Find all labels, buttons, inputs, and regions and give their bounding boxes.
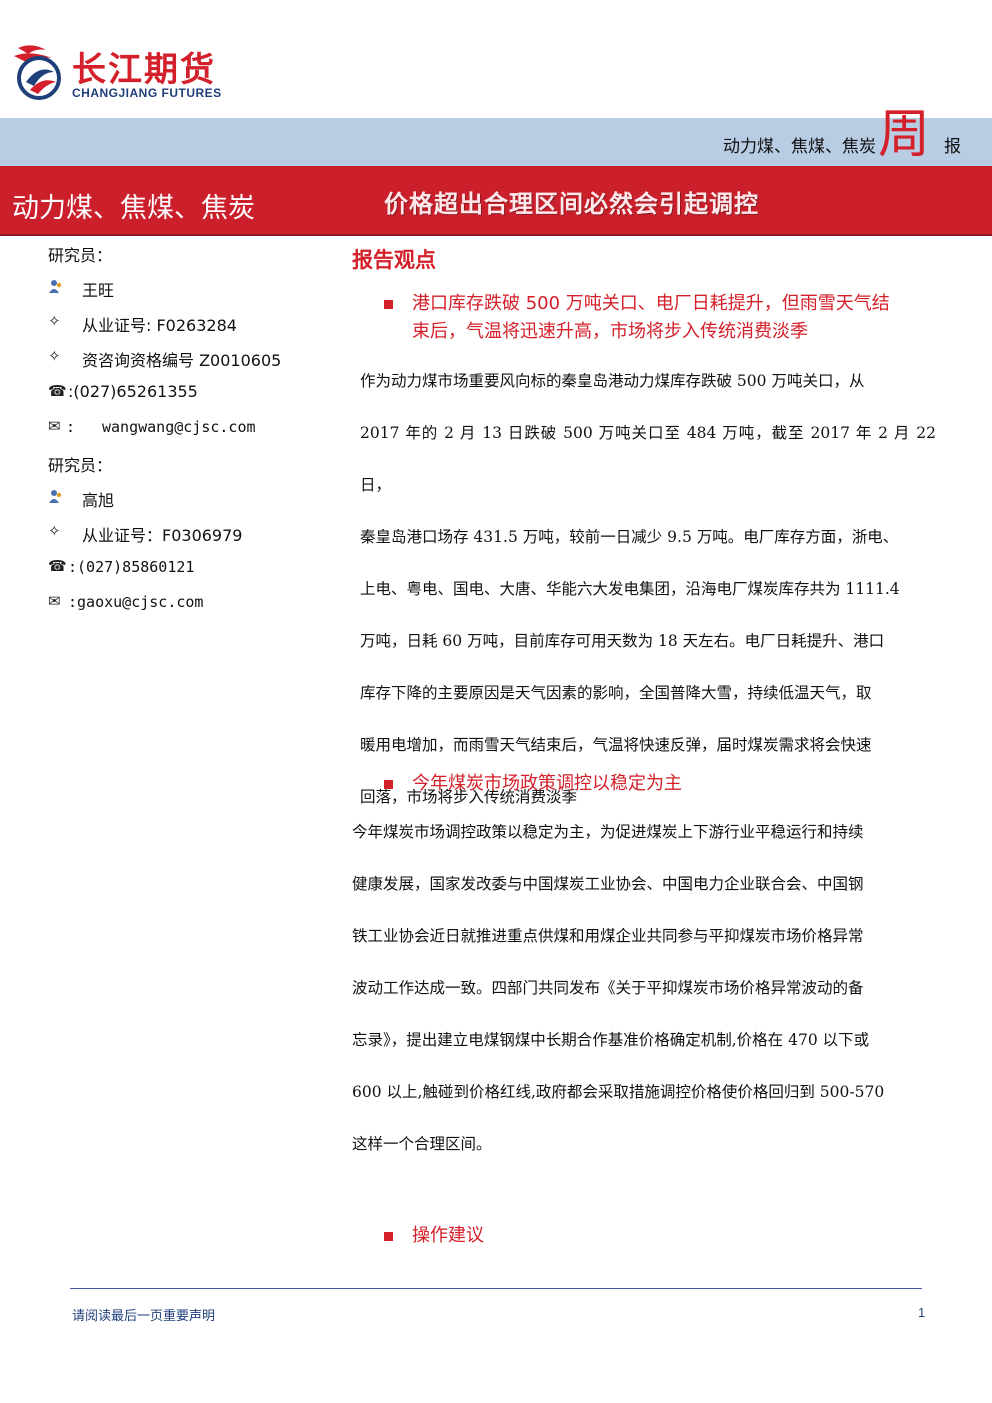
diamond-star-icon: ✧ bbox=[48, 347, 61, 365]
paragraph-line: 暖用电增加，而雨雪天气结束后，气温将快速反弹，届时煤炭需求将会快速 bbox=[360, 736, 872, 754]
footer-disclaimer[interactable]: 请阅读最后一页重要声明 bbox=[72, 1309, 216, 1324]
envelope-icon: ✉ bbox=[48, 417, 61, 435]
paragraph-line: 作为动力煤市场重要风向标的秦皇岛港动力煤库存跌破 500 万吨关口，从 bbox=[360, 372, 865, 390]
person-icon bbox=[48, 488, 70, 508]
paragraph-line: 今年煤炭市场调控政策以稳定为主，为促进煤炭上下游行业平稳运行和持续 bbox=[352, 823, 864, 841]
person-icon bbox=[48, 278, 70, 298]
paragraph-line: 万吨，日耗 60 万吨，目前库存可用天数为 18 天左右。电厂日耗提升、港口 bbox=[360, 632, 885, 650]
analyst-license: 从业证号: F0263284 bbox=[82, 316, 237, 335]
footer-divider bbox=[70, 1288, 922, 1289]
paragraph-line: 波动工作达成一致。四部门共同发布《关于平抑煤炭市场价格异常波动的备 bbox=[352, 979, 864, 997]
point-heading: 港口库存跌破 500 万吨关口、电厂日耗提升，但雨雪天气结 束后，气温将迅速升高… bbox=[412, 290, 942, 346]
paragraph-line: 600 以上,触碰到价格红线,政府都会采取措施调控价格使价格回归到 500-57… bbox=[352, 1083, 885, 1101]
analyst-name: 高旭 bbox=[82, 491, 115, 510]
report-type-bao: 报 bbox=[944, 137, 961, 157]
paragraph-line: 2017 年的 2 月 13 日跌破 500 万吨关口至 484 万吨，截至 2… bbox=[360, 424, 936, 494]
paragraph-line: 健康发展，国家发改委与中国煤炭工业协会、中国电力企业联合会、中国钢 bbox=[352, 875, 864, 893]
report-type-zhou: 周 bbox=[878, 105, 931, 165]
point-heading-line: 束后，气温将迅速升高，市场将步入传统消费淡季 bbox=[412, 321, 808, 342]
paragraph-line: 上电、粤电、国电、大唐、华能六大发电集团，沿海电厂煤炭库存共为 1111.4 bbox=[360, 580, 900, 598]
analyst-heading: 研究员： bbox=[48, 246, 113, 265]
category-line: 动力煤、焦煤、焦炭 bbox=[723, 137, 876, 157]
report-title: 价格超出合理区间必然会引起调控 bbox=[384, 190, 759, 218]
phone-icon: ☎ bbox=[48, 557, 67, 575]
analyst-qualification: 资咨询资格编号 Z0010605 bbox=[82, 351, 282, 370]
analyst-heading: 研究员： bbox=[48, 456, 113, 475]
title-banner bbox=[0, 166, 992, 236]
square-bullet-icon bbox=[384, 1232, 393, 1241]
analyst-phone: :(027)65261355 bbox=[68, 382, 198, 401]
analyst-phone: :(027)85860121 bbox=[68, 558, 195, 576]
point-heading: 操作建议 bbox=[412, 1225, 484, 1246]
paragraph: 作为动力煤市场重要风向标的秦皇岛港动力煤库存跌破 500 万吨关口，从 2017… bbox=[360, 355, 936, 823]
square-bullet-icon bbox=[384, 780, 393, 789]
square-bullet-icon bbox=[384, 300, 393, 309]
logo-mark bbox=[12, 42, 66, 102]
phone-icon: ☎ bbox=[48, 382, 67, 400]
banner-category: 动力煤、焦煤、焦炭 bbox=[12, 193, 255, 224]
paragraph: 今年煤炭市场调控政策以稳定为主，为促进煤炭上下游行业平稳运行和持续 健康发展，国… bbox=[352, 806, 936, 1170]
paragraph-line: 这样一个合理区间。 bbox=[352, 1135, 492, 1153]
paragraph-line: 回落，市场将步入传统消费淡季 bbox=[360, 788, 578, 806]
email-prefix: : bbox=[66, 418, 76, 436]
diamond-star-icon: ✧ bbox=[48, 522, 61, 540]
analyst-license: 从业证号：F0306979 bbox=[82, 526, 243, 545]
page-number: 1 bbox=[918, 1305, 926, 1320]
point-heading: 今年煤炭市场政策调控以稳定为主 bbox=[412, 773, 682, 794]
envelope-icon: ✉ bbox=[48, 592, 61, 610]
analyst-name: 王旺 bbox=[82, 281, 115, 300]
paragraph-line: 库存下降的主要原因是天气因素的影响，全国普降大雪，持续低温天气，取 bbox=[360, 684, 872, 702]
category-band bbox=[0, 118, 992, 166]
paragraph-line: 铁工业协会近日就推进重点供煤和用煤企业共同参与平抑煤炭市场价格异常 bbox=[352, 927, 864, 945]
brand-name-cn: 长江期货 bbox=[72, 50, 216, 90]
diamond-star-icon: ✧ bbox=[48, 312, 61, 330]
paragraph-line: 忘录》，提出建立电煤钢煤中长期合作基准价格确定机制,价格在 470 以下或 bbox=[352, 1031, 870, 1049]
brand-name-en: CHANGJIANG FUTURES bbox=[72, 86, 222, 100]
section-heading: 报告观点 bbox=[352, 248, 436, 272]
analyst-email[interactable]: :gaoxu@cjsc.com bbox=[68, 593, 204, 611]
analyst-email[interactable]: wangwang@cjsc.com bbox=[102, 418, 256, 436]
point-heading-line: 港口库存跌破 500 万吨关口、电厂日耗提升，但雨雪天气结 bbox=[412, 293, 890, 314]
paragraph-line: 秦皇岛港口场存 431.5 万吨，较前一日减少 9.5 万吨。电厂库存方面，浙电… bbox=[360, 528, 899, 546]
